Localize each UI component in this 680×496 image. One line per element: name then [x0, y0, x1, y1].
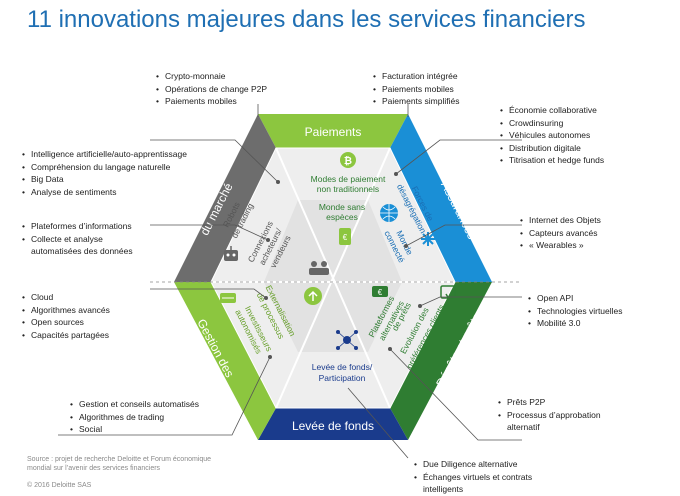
note-assurances: Économie collaborative Crowdinsuring Véh…: [500, 104, 604, 167]
mobile-euro-icon: €: [339, 228, 351, 245]
divider: [275, 147, 391, 409]
note-item: Capacités partagées: [22, 329, 110, 342]
note-item: Open API: [528, 292, 623, 305]
connector-dot: [404, 244, 408, 248]
note-item: Analyse de sentiments: [22, 186, 187, 199]
connector-line: [419, 296, 522, 307]
connector-dot: [264, 296, 268, 300]
note-item: Processus d’approbation alternatif: [498, 409, 626, 434]
connector-dot: [268, 355, 272, 359]
note-prets: Prêts P2P Processus d’approbation altern…: [498, 396, 626, 434]
svg-text:€: €: [378, 288, 383, 297]
segment-levee-1: Levée de fonds/: [312, 362, 373, 372]
note-item: Algorithmes avancés: [22, 304, 110, 317]
note-item: Internet des Objets: [520, 214, 601, 227]
svg-text:₿: ₿: [344, 155, 352, 167]
bitcoin-icon: ₿: [340, 152, 356, 168]
source-line: mondial sur l’avenir des services financ…: [27, 465, 161, 472]
note-item: Plateformes d’informations: [22, 220, 147, 233]
note-paiements-right: Facturation intégrée Paiements mobiles P…: [373, 70, 459, 108]
page-title: 11 innovations majeures dans les service…: [27, 6, 586, 33]
segment-levee-2: Participation: [319, 373, 366, 383]
people-icon: [309, 261, 329, 275]
note-item: Due Diligence alternative: [414, 458, 564, 471]
money-hand-icon: €: [372, 286, 388, 297]
note-item: Échanges virtuels et contrats intelligen…: [414, 471, 564, 496]
network-people-icon: [336, 330, 358, 350]
note-item: Intelligence artificielle/auto-apprentis…: [22, 148, 187, 161]
note-plateformes-info: Plateformes d’informations Collecte et a…: [22, 220, 147, 258]
note-item: Crypto-monnaie: [156, 70, 267, 83]
label-paiements: Paiements: [305, 125, 362, 139]
copyright: © 2016 Deloitte SAS: [27, 482, 92, 489]
svg-text:€: €: [343, 233, 348, 242]
note-depots: Open API Technologies virtuelles Mobilit…: [528, 292, 623, 330]
label-levee: Levée de fonds: [292, 419, 374, 433]
note-item: Paiements mobiles: [156, 95, 267, 108]
connector-dot: [418, 304, 422, 308]
note-item: « Wearables »: [520, 239, 601, 252]
side-depots: [390, 282, 492, 440]
connector-line: [389, 348, 522, 441]
note-item: Distribution digitale: [500, 142, 604, 155]
connector-line: [395, 139, 522, 175]
robot-icon: [224, 246, 238, 261]
note-item: Titrisation et hedge funds: [500, 154, 604, 167]
connector-dot: [276, 180, 280, 184]
note-item: Algorithmes de trading: [70, 411, 199, 424]
side-provisionnement: [174, 114, 276, 282]
note-cloud: Cloud Algorithmes avancés Open sources C…: [22, 291, 110, 341]
note-item: Paiements simplifiés: [373, 95, 459, 108]
network-globe-icon: [380, 204, 398, 222]
note-levee: Due Diligence alternative Échanges virtu…: [414, 458, 564, 496]
cloud-upload-icon: [304, 287, 322, 305]
side-levee: [258, 408, 408, 440]
note-item: Compréhension du langage naturelle: [22, 161, 187, 174]
side-gestion: [174, 282, 276, 440]
note-item: Facturation intégrée: [373, 70, 459, 83]
note-gestion: Gestion et conseils automatisés Algorith…: [70, 398, 199, 436]
side-paiements: [258, 114, 408, 148]
note-paiements-left: Crypto-monnaie Opérations de change P2P …: [156, 70, 267, 108]
source-note: Source : projet de recherche Deloitte et…: [27, 455, 211, 473]
connector-line: [150, 139, 279, 183]
note-item: Technologies virtuelles: [528, 305, 623, 318]
note-item: Véhicules autonomes: [500, 129, 604, 142]
source-line: Source : projet de recherche Deloitte et…: [27, 456, 212, 463]
segment-monde-sans-1: Monde sans: [319, 202, 365, 212]
connector-line: [150, 224, 269, 241]
note-item: Social: [70, 423, 199, 436]
note-item: Capteurs avancés: [520, 227, 601, 240]
note-item: Prêts P2P: [498, 396, 626, 409]
note-item: Crowdinsuring: [500, 117, 604, 130]
note-item: Collecte et analyse automatisées des don…: [22, 233, 147, 258]
connector-dot: [266, 238, 270, 242]
note-item: Gestion et conseils automatisés: [70, 398, 199, 411]
note-item: Paiements mobiles: [373, 83, 459, 96]
segment-monde-sans-2: espèces: [326, 212, 358, 222]
note-item: Mobilité 3.0: [528, 317, 623, 330]
connected-nodes-icon: [421, 232, 435, 246]
connector-dot: [394, 172, 398, 176]
note-provisionnement: Intelligence artificielle/auto-apprentis…: [22, 148, 187, 198]
note-item: Économie collaborative: [500, 104, 604, 117]
side-assurances: [390, 114, 492, 282]
connector-line: [150, 288, 267, 299]
connector-dot: [388, 347, 392, 351]
connector-line: [347, 387, 409, 459]
note-iot: Internet des Objets Capteurs avancés « W…: [520, 214, 601, 252]
note-item: Cloud: [22, 291, 110, 304]
segment-modes-paiement-2: non traditionnels: [317, 184, 379, 194]
segment-modes-paiement-1: Modes de paiement: [311, 174, 386, 184]
note-item: Open sources: [22, 316, 110, 329]
handshake-icon: [220, 293, 236, 303]
touch-screen-icon: [440, 285, 456, 300]
note-item: Opérations de change P2P: [156, 83, 267, 96]
connector-line: [405, 224, 522, 247]
note-item: Big Data: [22, 173, 187, 186]
